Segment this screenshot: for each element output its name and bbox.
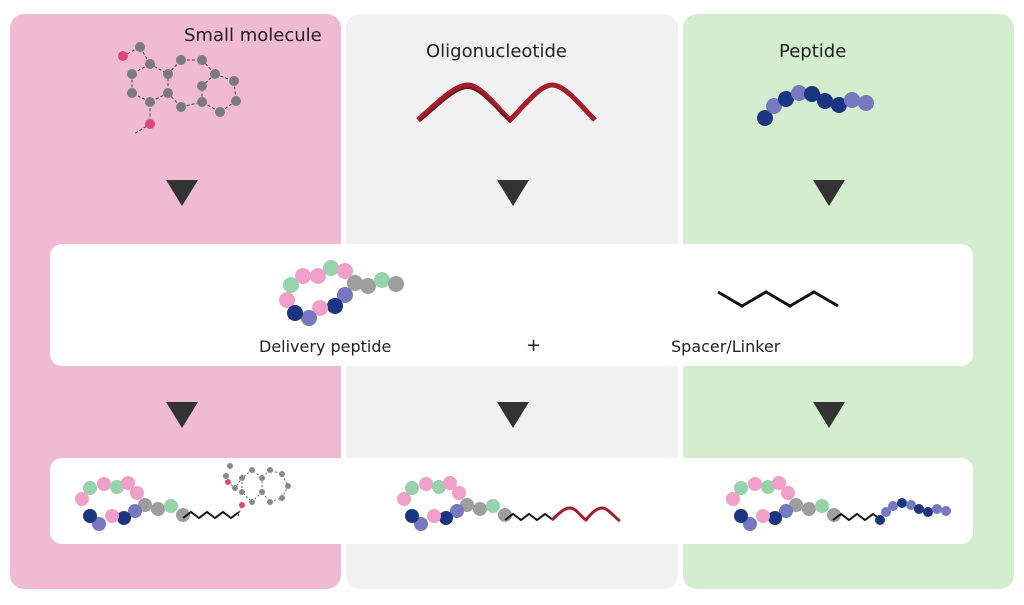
- residue: [432, 480, 446, 494]
- residue: [443, 476, 457, 490]
- linker: [182, 510, 240, 520]
- residue: [117, 511, 131, 525]
- residue: [888, 501, 898, 511]
- atom: [239, 489, 245, 495]
- peptide-title: Peptide: [779, 41, 847, 62]
- small-molecule-title: Small molecule: [184, 25, 322, 46]
- atom: [267, 499, 273, 505]
- atom: [267, 467, 273, 473]
- residue: [419, 477, 433, 491]
- atom: [225, 479, 231, 485]
- residue: [397, 492, 411, 506]
- bonds: [241, 478, 263, 503]
- peptide-chain-icon: [757, 85, 874, 126]
- components-band: [50, 244, 973, 366]
- delivery-peptide-label: Delivery peptide: [259, 337, 392, 356]
- atom: [239, 502, 245, 508]
- arrow-down-icon: [813, 180, 845, 206]
- residue: [756, 509, 770, 523]
- atom: [259, 489, 265, 495]
- plus-icon: +: [526, 335, 542, 356]
- residue: [734, 481, 748, 495]
- residue: [164, 499, 178, 513]
- residue: [875, 515, 885, 525]
- residue: [743, 517, 757, 531]
- residue: [151, 502, 165, 516]
- residue: [83, 509, 97, 523]
- residue: [897, 498, 907, 508]
- residue: [414, 517, 428, 531]
- residue: [827, 508, 841, 522]
- residue: [121, 476, 135, 490]
- residue: [772, 476, 786, 490]
- residue: [75, 492, 89, 506]
- atom: [249, 467, 255, 473]
- atom: [239, 475, 245, 481]
- residue: [427, 509, 441, 523]
- atom: [279, 495, 285, 501]
- arrow-down-icon: [166, 402, 198, 428]
- atom: [249, 499, 255, 505]
- atom: [259, 475, 265, 481]
- residue: [83, 481, 97, 495]
- residue: [726, 492, 740, 506]
- arrow-down-icon: [166, 180, 198, 206]
- residue: [932, 504, 942, 514]
- residue: [802, 502, 816, 516]
- small-molecule-icon: [118, 42, 241, 135]
- residue: [130, 486, 144, 500]
- atom: [285, 483, 291, 489]
- arrow-down-icon: [497, 402, 529, 428]
- residue: [97, 477, 111, 491]
- residue: [452, 486, 466, 500]
- residue: [779, 504, 793, 518]
- residue: [881, 507, 891, 517]
- linker: [504, 512, 554, 522]
- residue: [768, 511, 782, 525]
- residue: [923, 507, 933, 517]
- residue: [405, 481, 419, 495]
- residue: [815, 499, 829, 513]
- residue: [439, 511, 453, 525]
- oligonucleotide-ribbon-icon: [416, 82, 597, 124]
- delivery-peptide-icon: [279, 260, 404, 326]
- atom: [279, 471, 285, 477]
- atom: [223, 473, 229, 479]
- spacer-linker-label: Spacer/Linker: [671, 337, 781, 356]
- residue: [781, 486, 795, 500]
- residue: [110, 480, 124, 494]
- residue: [941, 506, 951, 516]
- residue: [128, 504, 142, 518]
- residue: [748, 477, 762, 491]
- residue: [176, 508, 190, 522]
- residue: [906, 500, 916, 510]
- arrow-down-icon: [813, 402, 845, 428]
- atom: [227, 463, 233, 469]
- residue: [486, 499, 500, 513]
- linker-icon: [717, 290, 839, 308]
- residue: [734, 509, 748, 523]
- residue: [405, 509, 419, 523]
- oligonucleotide-title: Oligonucleotide: [426, 41, 567, 62]
- residue: [105, 509, 119, 523]
- atom: [232, 485, 238, 491]
- residue: [92, 517, 106, 531]
- residue: [473, 502, 487, 516]
- residue: [761, 480, 775, 494]
- linker: [832, 512, 882, 522]
- oligonucleotide-ribbon: [550, 506, 621, 523]
- residue: [914, 504, 924, 514]
- arrow-down-icon: [497, 180, 529, 206]
- residue: [450, 504, 464, 518]
